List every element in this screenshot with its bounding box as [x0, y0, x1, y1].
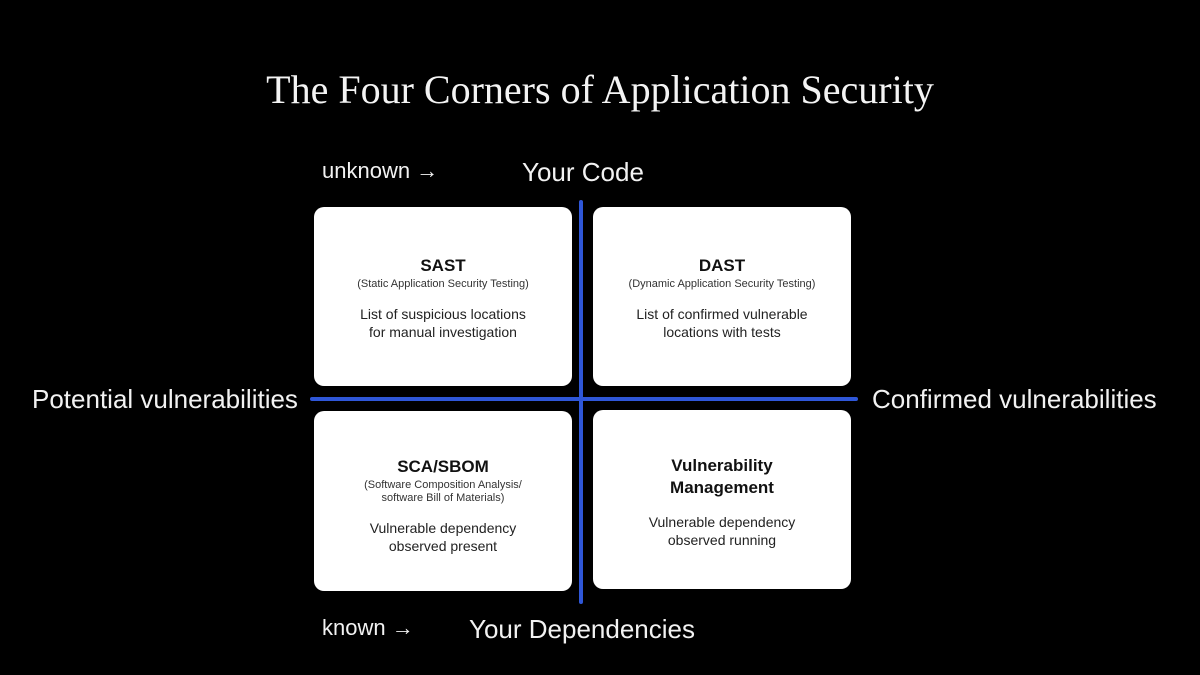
sast-description-line: for manual investigation — [369, 324, 517, 340]
sast-description: List of suspicious locations for manual … — [360, 305, 526, 341]
potential-vulnerabilities-label: Potential vulnerabilities — [32, 384, 298, 414]
vulnerability-management-title-line: Vulnerability — [671, 456, 773, 475]
sca-sbom-subtitle-line: (Software Composition Analysis/ — [364, 479, 522, 491]
sast-quadrant-card: SAST (Static Application Security Testin… — [314, 207, 572, 386]
sca-sbom-description-line: Vulnerable dependency — [369, 520, 517, 536]
sast-subtitle: (Static Application Security Testing) — [357, 278, 529, 290]
your-code-label: Your Code — [522, 157, 644, 187]
sca-sbom-quadrant-card: SCA/SBOM (Software Composition Analysis/… — [314, 411, 572, 591]
sca-sbom-subtitle: (Software Composition Analysis/ software… — [364, 479, 522, 505]
vertical-axis-line — [579, 200, 583, 604]
known-axis-label: known → — [322, 615, 414, 640]
confirmed-vulnerabilities-label: Confirmed vulnerabilities — [872, 384, 1157, 414]
dast-description: List of confirmed vulnerable locations w… — [636, 305, 807, 341]
vulnerability-management-title-line: Management — [670, 478, 774, 497]
sca-sbom-title: SCA/SBOM — [397, 457, 489, 476]
dast-title: DAST — [698, 256, 746, 275]
dast-description-line: locations with tests — [663, 324, 781, 340]
sca-sbom-description: Vulnerable dependency observed present — [370, 519, 517, 555]
sast-description-line: List of suspicious locations — [360, 306, 526, 322]
your-dependencies-label: Your Dependencies — [469, 614, 695, 644]
vulnerability-management-description-line: observed running — [667, 532, 777, 548]
dast-subtitle: (Dynamic Application Security Testing) — [628, 278, 816, 290]
vulnerability-management-quadrant-card: Vulnerability Management Vulnerable depe… — [593, 410, 851, 589]
sca-sbom-subtitle-line: software Bill of Materials) — [381, 492, 505, 504]
vulnerability-management-title: Vulnerability Management — [670, 455, 774, 499]
sca-sbom-description-line: observed present — [388, 538, 498, 554]
vulnerability-management-description: Vulnerable dependency observed running — [649, 513, 796, 549]
vulnerability-management-description-line: Vulnerable dependency — [648, 514, 796, 530]
sast-title: SAST — [420, 256, 466, 275]
slide-title: The Four Corners of Application Security — [266, 67, 934, 112]
horizontal-axis-line — [310, 397, 858, 401]
dast-quadrant-card: DAST (Dynamic Application Security Testi… — [593, 207, 851, 386]
dast-description-line: List of confirmed vulnerable — [636, 306, 808, 322]
unknown-axis-label: unknown → — [322, 158, 439, 183]
